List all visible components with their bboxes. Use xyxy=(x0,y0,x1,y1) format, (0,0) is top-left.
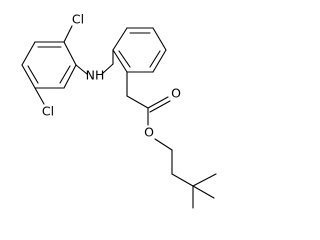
bond-nh-ring xyxy=(101,63,114,75)
bond-ring-nh xyxy=(75,64,88,75)
canvas-background xyxy=(0,0,251,224)
bond-cl-top xyxy=(63,25,73,43)
bond-carbonyl-o-2 xyxy=(149,100,171,113)
bond-ester-o-ch2 xyxy=(154,138,173,151)
atom-cl-top: Cl xyxy=(72,12,84,27)
structure-diagram: Cl Cl NH O O xyxy=(0,0,251,224)
bond-carbonyl-o-1 xyxy=(147,96,169,109)
bond-cquat-methyl-2 xyxy=(192,185,215,199)
atom-nh: NH xyxy=(86,68,105,83)
phenyl-ring xyxy=(112,27,167,73)
atom-cl-bottom: Cl xyxy=(42,104,54,119)
bond-ch2-carbonyl xyxy=(126,95,149,109)
bond-ch2-cquat xyxy=(171,173,194,187)
atom-o-ester: O xyxy=(144,125,154,140)
bond-cl-bottom xyxy=(34,87,45,105)
dichlorophenyl-ring xyxy=(21,41,77,89)
atom-o-carbonyl: O xyxy=(171,86,181,101)
bond-cquat-methyl-1 xyxy=(192,173,217,187)
